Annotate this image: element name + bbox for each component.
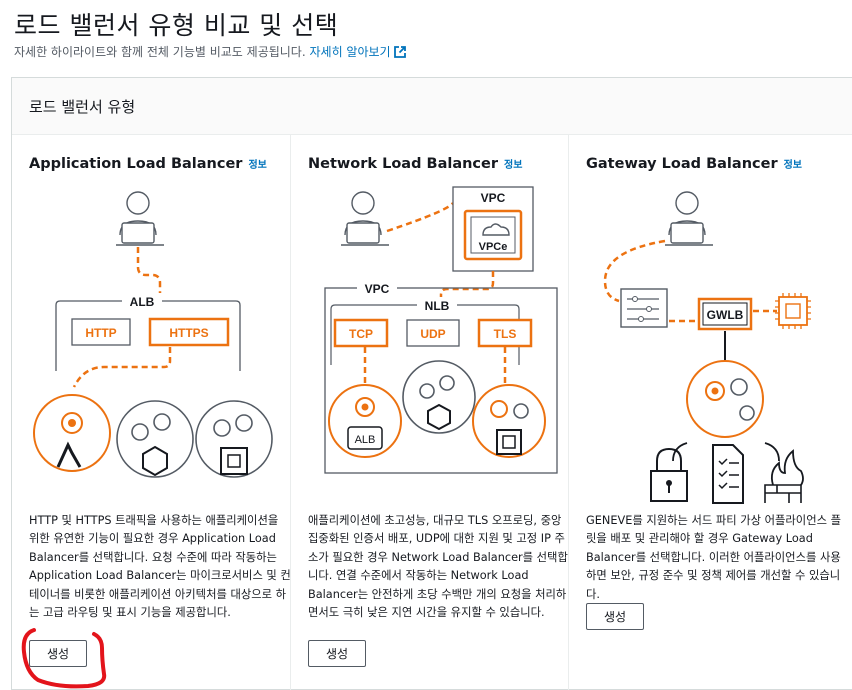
card-title: Application Load Balancer 정보 (29, 156, 267, 172)
user-icon (665, 191, 713, 246)
http-label: HTTP (85, 326, 116, 340)
card-gateway-load-balancer[interactable]: Gateway Load Balancer 정보 GWLB (569, 135, 852, 690)
user-icon (341, 191, 389, 246)
card-title-text: Gateway Load Balancer (586, 156, 778, 172)
card-title: Gateway Load Balancer 정보 (586, 156, 802, 172)
firewall-icon (764, 449, 804, 503)
page-subtitle: 자세한 하이라이트와 함께 전체 기능별 비교도 제공됩니다. 자세히 알아보기 (14, 43, 406, 60)
lock-icon (650, 447, 688, 502)
load-balancer-types-panel: 로드 밸런서 유형 Application Load Balancer 정보 AL… (11, 77, 852, 690)
tcp-label: TCP (349, 327, 373, 341)
checklist-icon (712, 444, 744, 504)
card-title: Network Load Balancer 정보 (308, 156, 522, 172)
card-application-load-balancer[interactable]: Application Load Balancer 정보 ALB HTTP HTT… (12, 135, 291, 690)
chip-appliance-icon (775, 293, 811, 329)
create-gwlb-button[interactable]: 생성 (586, 603, 644, 630)
vpce-label: VPCe (479, 241, 508, 253)
card-description: 애플리케이션에 초고성능, 대규모 TLS 오프로딩, 중앙 집중화된 인증서 … (308, 514, 568, 620)
nlb-label: NLB (425, 299, 450, 313)
container-target-icon (402, 360, 476, 434)
tls-label: TLS (494, 327, 517, 341)
info-link[interactable]: 정보 (504, 160, 523, 171)
alb-target-icon: ALB (328, 384, 402, 458)
card-description: GENEVE를 지원하는 서드 파티 가상 어플라이언스 플릿을 배포 및 관리… (586, 514, 841, 601)
alb-target-label: ALB (355, 434, 376, 446)
card-network-load-balancer[interactable]: Network Load Balancer 정보 VPC VPCe VPC NLB (291, 135, 569, 690)
subtitle-text: 자세한 하이라이트와 함께 전체 기능별 비교도 제공됩니다. (14, 45, 306, 59)
page-title: 로드 밸런서 유형 비교 및 선택 (14, 11, 339, 40)
gwlb-diagram: GWLB (603, 191, 811, 504)
nlb-diagram: VPC VPCe VPC NLB TCP UDP TLS (324, 186, 558, 474)
info-link[interactable]: 정보 (783, 160, 803, 171)
vpc-top-label: VPC (481, 191, 506, 205)
panel-title: 로드 밸런서 유형 (29, 98, 136, 116)
panel-header: 로드 밸런서 유형 (12, 78, 852, 135)
card-description: HTTP 및 HTTPS 트래픽을 사용하는 애플리케이션을 위한 유연한 기능… (29, 514, 291, 620)
alb-label: ALB (130, 295, 155, 309)
container-target-icon (116, 400, 194, 478)
lambda-target-icon (33, 394, 111, 472)
info-link[interactable]: 정보 (248, 160, 267, 171)
alb-diagram: ALB HTTP HTTPS (33, 191, 273, 478)
instance-target-icon (195, 400, 273, 478)
vpc-label: VPC (365, 282, 390, 296)
udp-label: UDP (420, 327, 445, 341)
create-nlb-button[interactable]: 생성 (308, 640, 366, 667)
external-link-icon (393, 46, 406, 58)
user-icon (116, 191, 164, 246)
card-title-text: Network Load Balancer (308, 156, 499, 172)
create-alb-button[interactable]: 생성 (29, 640, 87, 667)
gwlb-label: GWLB (707, 308, 744, 322)
learn-more-link[interactable]: 자세히 알아보기 (310, 45, 406, 59)
instance-target-icon (472, 384, 546, 458)
learn-more-label: 자세히 알아보기 (309, 45, 391, 59)
card-title-text: Application Load Balancer (29, 156, 243, 172)
firewall-appliance-icon (620, 288, 668, 328)
https-label: HTTPS (169, 326, 208, 340)
targets-group-icon (686, 360, 764, 438)
